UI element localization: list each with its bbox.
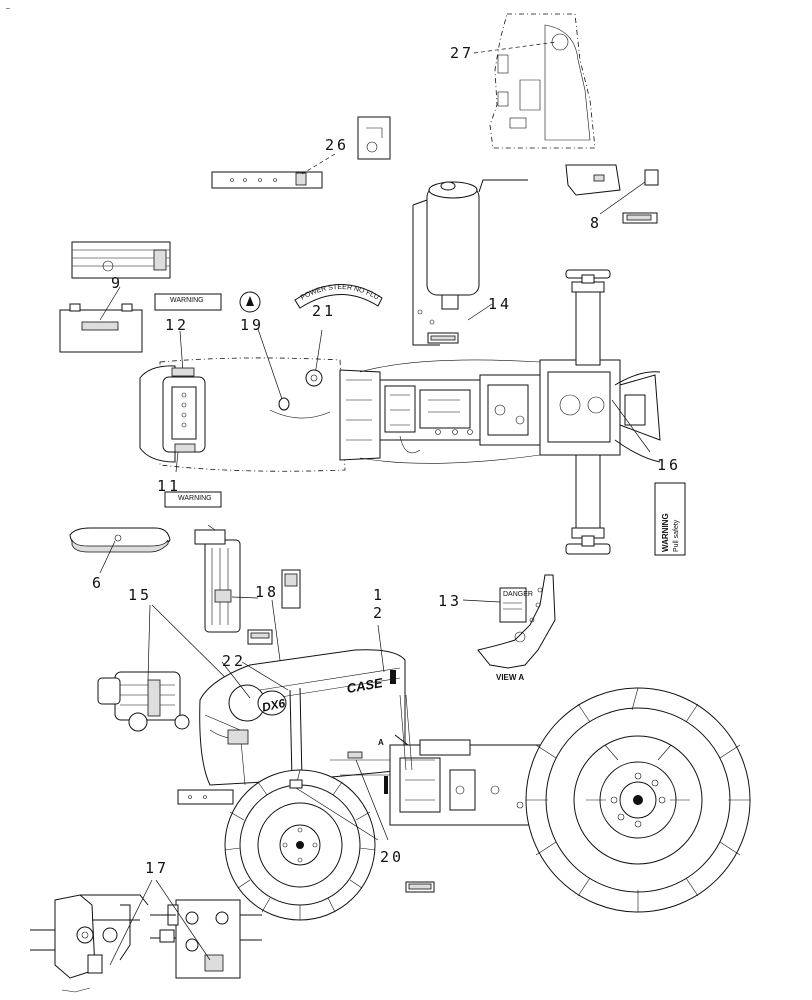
decal-group-8 <box>565 164 659 224</box>
callout-21: 21 <box>312 302 336 320</box>
callout-2: 2 <box>373 604 385 622</box>
callout-14: 14 <box>488 295 512 313</box>
warning-decal-11: WARNING <box>164 491 222 508</box>
leader-18a <box>231 596 259 599</box>
callout-27: 27 <box>450 44 474 62</box>
leader-1-2 <box>377 624 385 673</box>
leader-13 <box>462 599 501 603</box>
top-mark: – <box>6 5 10 12</box>
leader-11 <box>175 451 179 473</box>
battery-9 <box>59 303 143 353</box>
leader-26 <box>301 153 336 175</box>
callout-22: 22 <box>222 652 246 670</box>
leader-14 <box>467 303 493 321</box>
hitch-detail-17 <box>30 894 262 993</box>
leader-20a <box>295 787 379 841</box>
decal-11-text: WARNING <box>178 495 212 502</box>
leader-9 <box>99 286 121 321</box>
fuel-tank-14 <box>412 179 528 346</box>
air-filter-18 <box>194 524 301 645</box>
callout-19: 19 <box>240 316 264 334</box>
decal-20-loose-fill <box>408 883 432 890</box>
rear-wheel <box>525 687 751 913</box>
callout-16: 16 <box>657 456 681 474</box>
leader-16 <box>611 399 651 453</box>
power-steer-decal-21: POWER STEER NO FLUID <box>0 0 383 309</box>
view-a-label: VIEW A <box>496 673 524 682</box>
leader-17a <box>109 879 153 966</box>
decal-16-title: WARNING <box>661 513 670 552</box>
callout-1: 1 <box>373 586 385 604</box>
leader-15a <box>147 604 151 681</box>
callout-11: 11 <box>157 477 181 495</box>
tractor-top-view <box>139 269 661 555</box>
brand-case: CASE <box>346 675 384 696</box>
leader-8 <box>599 181 646 215</box>
front-wheel <box>224 769 376 921</box>
callout-20: 20 <box>380 848 404 866</box>
tractor-side-view: CASE DX6 A <box>177 649 541 826</box>
step-bracket-26 <box>211 116 391 189</box>
callout-17: 17 <box>145 859 169 877</box>
battery-decal-9 <box>71 241 171 279</box>
view-a-marker: A <box>378 738 384 747</box>
leader-17b <box>155 879 211 961</box>
brand-dx6: DX6 <box>261 696 287 715</box>
decal-13-text: DANGER <box>503 591 533 598</box>
callout-13: 13 <box>438 592 462 610</box>
leader-22b <box>241 661 289 691</box>
decal-6 <box>69 527 171 553</box>
callout-8: 8 <box>590 214 602 232</box>
warning-decal-16: WARNING Pull safety <box>654 482 686 556</box>
decal-21-text: POWER STEER NO FLUID <box>0 0 380 302</box>
leader-6 <box>99 540 116 574</box>
leader-20b <box>355 759 389 841</box>
leader-27 <box>473 41 557 54</box>
warning-decal-12: WARNING <box>154 293 222 311</box>
callout-6: 6 <box>92 574 104 592</box>
callout-12: 12 <box>165 316 189 334</box>
callout-15: 15 <box>128 586 152 604</box>
leader-21 <box>314 329 323 376</box>
callout-18: 18 <box>255 583 279 601</box>
callout-26: 26 <box>325 136 349 154</box>
decal-19 <box>239 291 261 313</box>
engine-15 <box>97 671 190 732</box>
callout-9: 9 <box>111 274 123 292</box>
view-a-panel: DANGER <box>477 574 556 669</box>
leader-22a <box>221 661 251 699</box>
decal-16-sub: Pull safety <box>673 519 680 552</box>
decal-20a <box>289 779 303 789</box>
cab-panel-27 <box>489 13 596 149</box>
decal-12-text: WARNING <box>170 297 204 304</box>
leader-19 <box>257 328 284 403</box>
leader-12 <box>179 330 184 373</box>
